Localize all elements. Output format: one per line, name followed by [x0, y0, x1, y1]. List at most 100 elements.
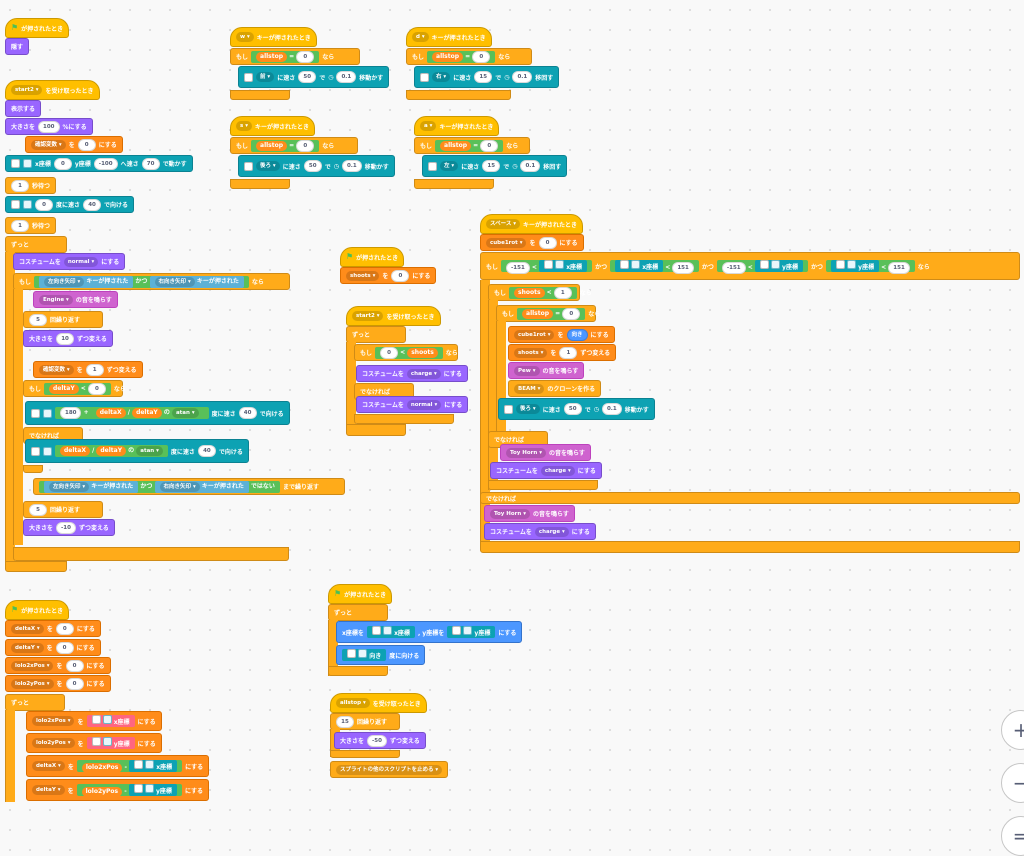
- speed-input[interactable]: 15: [474, 71, 493, 83]
- key-dropdown[interactable]: 左向き矢印: [44, 276, 85, 287]
- set-variable-block[interactable]: 確認変数 を 0 にする: [25, 136, 123, 153]
- direction-dropdown[interactable]: 後ろ: [516, 404, 540, 414]
- switch-costume-normal[interactable]: コスチュームを normal にする: [356, 396, 469, 413]
- set-cube1rot-block[interactable]: cube1rot を 0 にする: [480, 234, 584, 251]
- direction-dropdown[interactable]: 前: [256, 72, 275, 82]
- value-input[interactable]: 0: [55, 622, 74, 635]
- when-w-key-hat[interactable]: w キーが押されたとき: [230, 27, 317, 47]
- deltaX-reporter[interactable]: deltaX: [95, 408, 126, 418]
- variable-dropdown[interactable]: lolo2xPos: [32, 716, 75, 726]
- switch-costume-charge-2[interactable]: コスチュームを charge にする: [490, 462, 602, 479]
- zoom-out-button[interactable]: −: [1001, 763, 1024, 803]
- if-allstop-block[interactable]: もし allstop = 0 なら: [230, 48, 360, 65]
- play-sound-pew[interactable]: Pew の音を鳴らす: [508, 362, 585, 379]
- change-variable-block[interactable]: 確認変数 を 1 ずつ変える: [33, 361, 143, 378]
- speed-input[interactable]: 50: [298, 71, 317, 83]
- speed-input[interactable]: 15: [482, 160, 501, 172]
- direction-dropdown[interactable]: 左: [440, 161, 459, 171]
- variable-dropdown[interactable]: cube1rot: [486, 237, 527, 248]
- y-position-reporter[interactable]: y座標: [447, 626, 496, 638]
- repeat-count-input[interactable]: 5: [29, 313, 47, 326]
- set-lolo2ypos-from-y[interactable]: lolo2yPos を y座標 にする: [26, 733, 162, 753]
- key-dropdown[interactable]: 右向き矢印: [154, 276, 195, 287]
- compare-input[interactable]: 0: [380, 346, 399, 359]
- equals-operator[interactable]: allstop = 0: [427, 50, 496, 63]
- when-a-key-hat[interactable]: a キーが押されたとき: [414, 116, 500, 136]
- change-size-block[interactable]: 大きさを 10 ずつ変える: [23, 330, 113, 347]
- allstop-reporter[interactable]: allstop: [256, 140, 288, 151]
- key-dropdown[interactable]: s: [236, 121, 252, 131]
- equals-operator[interactable]: allstop = 0: [251, 139, 320, 152]
- zoom-in-button[interactable]: +: [1001, 710, 1024, 750]
- lolo2xpos-reporter[interactable]: lolo2xPos: [81, 763, 123, 773]
- repeat-until-block[interactable]: 左向き矢印 キーが押された かつ 右向き矢印 キーが押された ではない まで繰り…: [33, 478, 345, 495]
- set-xy-block[interactable]: x座標を x座標 , y座標を y座標 にする: [336, 621, 523, 643]
- number-input[interactable]: 180: [60, 407, 82, 419]
- message-dropdown[interactable]: allstop: [336, 698, 370, 708]
- point-in-direction-block[interactable]: 向き 度に向ける: [336, 645, 426, 665]
- sound-dropdown[interactable]: Toy Horn: [490, 508, 530, 519]
- value-input[interactable]: 0: [391, 269, 410, 282]
- set-size-block[interactable]: 大きさを 100 %にする: [5, 118, 93, 135]
- show-block[interactable]: 表示する: [5, 100, 42, 117]
- costume-dropdown[interactable]: charge: [406, 368, 441, 379]
- speed-input[interactable]: 40: [238, 407, 257, 419]
- point-direction-block[interactable]: 0 度に速さ 40 で向ける: [5, 196, 135, 213]
- move-forward-block[interactable]: 前 に速さ 50 で ◷ 0.1 移動かす: [238, 66, 390, 88]
- forever-block-4[interactable]: ずっと: [328, 604, 388, 621]
- key-dropdown[interactable]: d: [412, 32, 429, 42]
- y-position-reporter[interactable]: y座標: [754, 260, 803, 272]
- variable-dropdown[interactable]: deltaY: [11, 642, 44, 653]
- math-function-dropdown[interactable]: atan: [136, 446, 163, 456]
- allstop-reporter[interactable]: allstop: [440, 140, 472, 151]
- key-pressed-right[interactable]: 右向き矢印 キーが押された: [154, 480, 249, 493]
- if-allstop-block[interactable]: もし allstop = 0 なら: [414, 137, 530, 154]
- change-input[interactable]: 1: [85, 363, 104, 376]
- less-than-operator[interactable]: deltaY < 0: [44, 382, 111, 395]
- point-atan-block[interactable]: 180 + deltaX / deltaY の atan 度に速さ 40 で向け…: [25, 401, 290, 425]
- speed-input[interactable]: 70: [141, 157, 160, 170]
- costume-dropdown[interactable]: normal: [63, 256, 99, 267]
- when-flag-clicked-hat-3[interactable]: ⚑ が押されたとき: [5, 600, 70, 620]
- costume-dropdown[interactable]: charge: [540, 465, 575, 476]
- size-input[interactable]: 100: [38, 120, 60, 133]
- and-operator[interactable]: -151 < x座標: [501, 260, 593, 274]
- clone-target-dropdown[interactable]: BEAM: [514, 383, 545, 394]
- repeat-block-3[interactable]: 15 回繰り返す: [330, 713, 400, 730]
- compare-input[interactable]: 0: [87, 382, 106, 395]
- variable-dropdown[interactable]: 確認変数: [39, 364, 74, 375]
- value-input[interactable]: 0: [538, 236, 557, 249]
- allstop-reporter[interactable]: allstop: [256, 51, 288, 62]
- deltaX-reporter[interactable]: deltaX: [60, 446, 90, 456]
- variable-dropdown[interactable]: lolo2xPos: [11, 660, 54, 671]
- costume-dropdown[interactable]: charge: [534, 526, 569, 537]
- costume-dropdown[interactable]: normal: [406, 399, 442, 410]
- variable-dropdown[interactable]: 確認変数: [31, 139, 66, 150]
- key-dropdown[interactable]: 左向き矢印: [49, 481, 90, 492]
- wait-block-2[interactable]: 1 秒待つ: [5, 217, 57, 234]
- variable-dropdown[interactable]: deltaX: [11, 623, 44, 634]
- size-change-input[interactable]: 10: [56, 332, 75, 345]
- when-receive-start2-hat-2[interactable]: start2 を受け取ったとき: [346, 306, 441, 326]
- allstop-reporter[interactable]: allstop: [522, 308, 554, 319]
- change-shoots-block[interactable]: shoots を 1 ずつ変える: [508, 344, 617, 361]
- sound-dropdown[interactable]: Toy Horn: [506, 447, 546, 458]
- when-s-key-hat[interactable]: s キーが押されたとき: [230, 116, 315, 136]
- and-operator[interactable]: 左向き矢印 キーが押された かつ 右向き矢印 キーが押された: [34, 275, 249, 288]
- atan-operator[interactable]: deltaX / deltaY の atan: [55, 445, 168, 457]
- number-input[interactable]: 151: [888, 262, 910, 274]
- set-deltaY-diff[interactable]: deltaY を lolo2yPos - y座標 にする: [26, 779, 209, 801]
- move-backward-shoot[interactable]: 後ろ に速さ 50 で ◷ 0.1 移動かす: [498, 398, 655, 420]
- variable-dropdown[interactable]: lolo2yPos: [11, 678, 54, 689]
- size-change-input[interactable]: -10: [56, 521, 76, 534]
- compare-input[interactable]: 0: [296, 50, 315, 63]
- hide-block[interactable]: 隠す: [5, 38, 30, 55]
- speed-input[interactable]: 50: [303, 160, 322, 172]
- compare-input[interactable]: 0: [562, 307, 581, 320]
- equals-operator[interactable]: allstop = 0: [517, 307, 586, 320]
- if-shoots-block[interactable]: もし 0 < shoots なら: [354, 344, 458, 361]
- turn-right-block[interactable]: 右 に速さ 15 で ◷ 0.1 移回す: [414, 66, 560, 88]
- stop-option-dropdown[interactable]: スプライトの他のスクリプトを止める: [336, 764, 443, 775]
- key-pressed-left[interactable]: 左向き矢印 キーが押された: [39, 275, 134, 288]
